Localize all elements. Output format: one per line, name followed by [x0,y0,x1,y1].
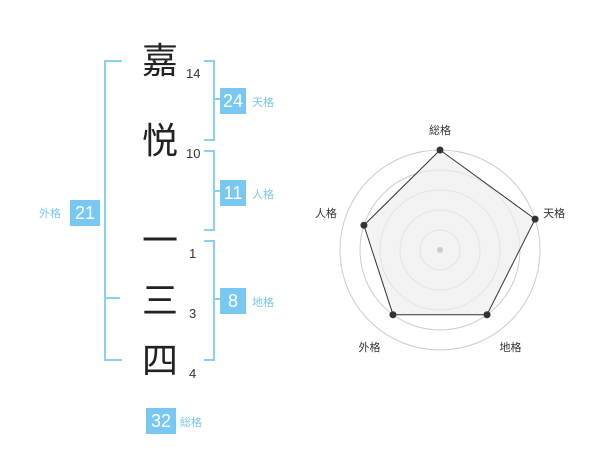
radar-point-3 [483,311,491,319]
radar-axis-label-5: 人格 [315,206,337,220]
tenkaku-bracket [204,60,215,141]
tenkaku-value-badge: 24 [220,88,246,114]
tenkaku-label: 天格 [252,96,274,109]
radar-series-polygon [363,149,536,316]
name-char-5: 四 [141,341,178,382]
radar-center-dot [437,247,443,253]
radar-point-5 [360,221,368,229]
stroke-count-1: 14 [186,66,201,81]
radar-point-4 [389,311,397,319]
stroke-count-2: 10 [186,146,201,161]
radar-axis-label-1: 総格 [429,123,451,137]
gaikaku-label: 外格 [39,207,61,220]
chikaku-bracket [204,240,215,361]
radar-axis-label-2: 天格 [543,206,565,220]
name-char-2: 悦 [141,121,178,162]
gaikaku-value-badge: 21 [70,200,100,226]
name-char-1: 嘉 [141,41,178,82]
tenkaku-connector [213,98,220,100]
radar-axis-label-4: 外格 [359,340,381,354]
gaikaku-split-tick [106,297,120,299]
name-char-4: 三 [141,281,178,322]
name-char-3: 一 [141,221,178,262]
chikaku-label: 地格 [252,296,274,309]
chikaku-value-badge: 8 [220,288,246,314]
jinkaku-connector [213,190,220,192]
gaikaku-bracket [104,60,122,361]
stroke-count-5: 4 [189,366,197,381]
jinkaku-label: 人格 [252,188,274,201]
soukaku-value-badge: 32 [146,408,176,434]
radar-point-1 [436,146,444,154]
stroke-count-3: 1 [189,246,197,261]
stroke-count-4: 3 [189,306,197,321]
chikaku-connector [213,298,220,300]
soukaku-label: 総格 [180,416,202,429]
jinkaku-value-badge: 11 [220,180,246,206]
radar-point-2 [531,215,539,223]
radar-axis-label-3: 地格 [500,340,522,354]
